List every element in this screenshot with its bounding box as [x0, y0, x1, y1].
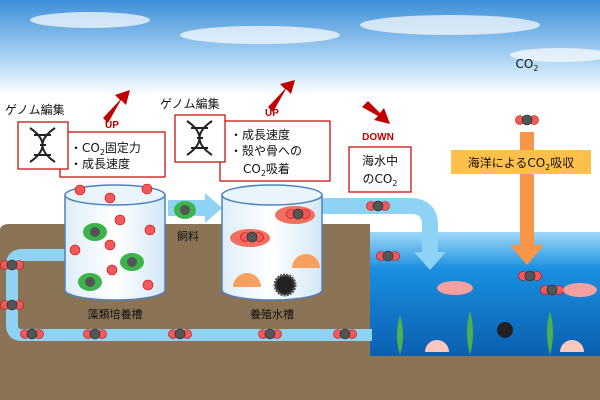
atmosphere-co2-label: CO2	[516, 57, 539, 73]
outflow-arrowhead	[414, 252, 446, 270]
up-arrow-icon	[268, 80, 295, 112]
up-arrow-icon	[103, 90, 130, 123]
ocean-absorption-label-box	[451, 150, 591, 174]
trend-left: UP	[105, 120, 119, 131]
genome-edit-left-line1: ・CO2固定力	[70, 140, 141, 157]
scallop-icon	[292, 254, 320, 268]
sea-life	[397, 281, 597, 355]
outflow-pipe	[322, 198, 438, 255]
sea	[370, 232, 600, 356]
seabed	[370, 355, 600, 400]
return-pipe	[6, 249, 372, 341]
feed	[174, 201, 196, 219]
genome-edit-right-line1: ・成長速度	[230, 127, 290, 142]
seawater-co2-line1: 海水中	[362, 153, 398, 168]
ocean-absorption-arrowhead	[510, 245, 544, 265]
aquaculture-tank	[221, 184, 323, 301]
feed-label: 飼料	[177, 229, 199, 243]
genome-edit-left-box	[59, 131, 166, 178]
genome-edit-left-title: ゲノム編集	[5, 102, 65, 117]
trend-seawater: DOWN	[362, 132, 394, 143]
scallop-icon	[233, 273, 261, 287]
trend-right: UP	[265, 108, 279, 119]
genome-edit-right-box	[219, 120, 331, 182]
genome-edit-right-line3: CO2吸着	[243, 161, 290, 178]
ocean-absorption-label: 海洋によるCO2吸収	[468, 155, 575, 172]
seawater-co2-box	[348, 146, 412, 193]
algae-tank	[64, 183, 166, 301]
clouds	[30, 12, 600, 62]
sea-urchin-icon	[273, 273, 297, 297]
genome-edit-right-title: ゲノム編集	[160, 96, 220, 111]
aquaculture-tank-label: 養殖水槽	[250, 307, 294, 321]
genome-edit-right-line2: ・殻や骨への	[230, 144, 302, 158]
ocean-absorption-arrow	[520, 132, 534, 247]
seawater-co2-line2: のCO2	[363, 172, 398, 188]
down-arrow-icon	[362, 101, 390, 124]
algae-tank-label: 藻類培養槽	[88, 307, 143, 321]
genome-edit-left-line2: ・成長速度	[70, 156, 130, 171]
